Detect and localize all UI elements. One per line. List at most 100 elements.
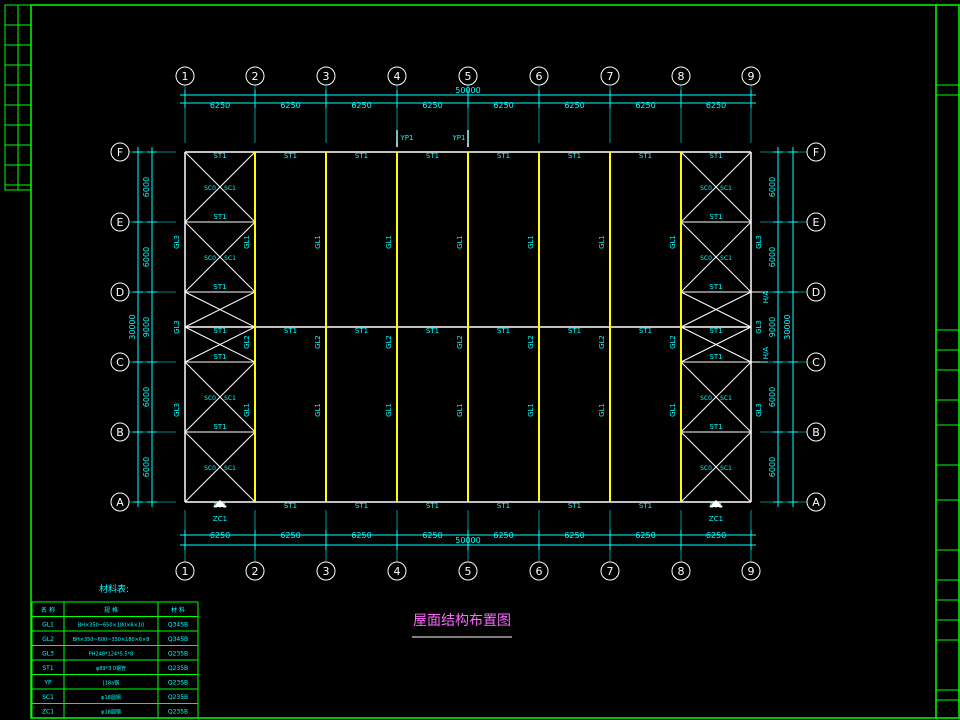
axis-label: E bbox=[813, 216, 820, 229]
table-header: 规 格 bbox=[104, 606, 118, 614]
table-cell: YP bbox=[43, 680, 52, 687]
dim-label-bay: 6250 bbox=[493, 531, 513, 540]
label-girder: GL1 bbox=[314, 403, 322, 417]
label-girder: GL2 bbox=[456, 335, 464, 349]
table-cell: BH×350~600~350×180×6×8 bbox=[73, 637, 150, 643]
label-sc0: SC0 bbox=[204, 395, 216, 402]
label-girder: GL1 bbox=[243, 235, 251, 249]
axis-label: 5 bbox=[465, 70, 472, 83]
label-girder: GL3 bbox=[173, 235, 181, 249]
label-sc0: SC0 bbox=[700, 395, 712, 402]
cross-brace-sc bbox=[184, 291, 256, 328]
label-st1: ST1 bbox=[213, 283, 226, 291]
label-girder: GL1 bbox=[385, 235, 393, 249]
label-sc1: SC1 bbox=[720, 465, 732, 472]
label-st1: ST1 bbox=[709, 152, 722, 160]
dim-label-bay: 6250 bbox=[635, 101, 655, 110]
cross-brace-sc bbox=[184, 326, 256, 363]
label-girder: GL1 bbox=[314, 235, 322, 249]
axis-label: 2 bbox=[252, 565, 259, 578]
label-st1: ST1 bbox=[426, 327, 439, 335]
table-cell: [18a钢 bbox=[103, 680, 119, 687]
label-girder: GL2 bbox=[527, 335, 535, 349]
cross-brace-sc bbox=[680, 326, 752, 363]
dim-label-span: 9000 bbox=[768, 317, 777, 337]
axis-label: 3 bbox=[323, 70, 330, 83]
dim-label-bay: 6250 bbox=[564, 531, 584, 540]
dim-label-bay: 6250 bbox=[280, 531, 300, 540]
label-sc1: SC1 bbox=[720, 395, 732, 402]
label-zc1: ZC1 bbox=[213, 515, 227, 523]
table-cell: GL3 bbox=[42, 651, 54, 658]
cross-brace-sc bbox=[680, 431, 752, 503]
table-cell: φ89*3.0钢管 bbox=[96, 665, 126, 672]
label-sc0: SC0 bbox=[700, 255, 712, 262]
dim-label-total-vertical: 30000 bbox=[128, 314, 137, 339]
dim-label-span: 6000 bbox=[142, 247, 151, 267]
cross-brace-sc bbox=[184, 361, 256, 433]
dim-label-bay: 6250 bbox=[635, 531, 655, 540]
drawing-title: 屋面结构布置图 bbox=[413, 613, 511, 629]
table-cell: Q235B bbox=[168, 680, 188, 687]
table-cell: ST1 bbox=[42, 665, 53, 672]
axis-label: B bbox=[812, 426, 820, 439]
axis-label: D bbox=[116, 286, 124, 299]
axis-label: 3 bbox=[323, 565, 330, 578]
label-sc1: SC1 bbox=[224, 395, 236, 402]
label-girder: GL3 bbox=[755, 235, 763, 249]
label-st1: ST1 bbox=[213, 213, 226, 221]
axis-label: 9 bbox=[748, 70, 755, 83]
dim-label-span: 6000 bbox=[142, 457, 151, 477]
label-st1: ST1 bbox=[284, 152, 297, 160]
axis-label: D bbox=[812, 286, 820, 299]
drawing-frame bbox=[4, 4, 960, 719]
label-girder: GL1 bbox=[527, 235, 535, 249]
label-sc1: SC1 bbox=[224, 255, 236, 262]
zc-support-arrow bbox=[213, 500, 227, 507]
label-girder: GL3 bbox=[755, 403, 763, 417]
label-girder: GL2 bbox=[598, 335, 606, 349]
cross-brace-sc bbox=[680, 151, 752, 223]
dim-label-span: 6000 bbox=[142, 387, 151, 407]
label-st1: ST1 bbox=[355, 327, 368, 335]
label-sc1: SC1 bbox=[720, 185, 732, 192]
axis-label: B bbox=[116, 426, 124, 439]
label-girder: GL1 bbox=[243, 403, 251, 417]
label-st1: ST1 bbox=[568, 502, 581, 510]
table-cell: Q345B bbox=[168, 636, 188, 643]
label-girder: GL2 bbox=[243, 335, 251, 349]
dim-label-bay: 6250 bbox=[210, 101, 230, 110]
label-sc1: SC1 bbox=[224, 185, 236, 192]
label-st1: ST1 bbox=[213, 152, 226, 160]
label-st1: ST1 bbox=[709, 353, 722, 361]
table-cell: SC1 bbox=[42, 694, 54, 701]
axis-label: F bbox=[813, 146, 819, 159]
label-st1: ST1 bbox=[284, 327, 297, 335]
label-sc0: SC0 bbox=[700, 185, 712, 192]
dim-label-bay: 6250 bbox=[564, 101, 584, 110]
label-sc0: SC0 bbox=[204, 465, 216, 472]
axis-label: E bbox=[117, 216, 124, 229]
label-st1: ST1 bbox=[709, 283, 722, 291]
dim-label-span: 6000 bbox=[768, 247, 777, 267]
axis-label: 1 bbox=[182, 70, 189, 83]
dim-label-span: 6000 bbox=[768, 457, 777, 477]
label-girder: H/A bbox=[762, 347, 770, 360]
axis-label: 5 bbox=[465, 565, 472, 578]
dim-label-bay: 6250 bbox=[493, 101, 513, 110]
cross-brace-sc bbox=[184, 151, 256, 223]
label-girder: GL2 bbox=[385, 335, 393, 349]
label-girder: GL3 bbox=[755, 320, 763, 334]
label-st1: ST1 bbox=[709, 423, 722, 431]
dim-label-bay: 6250 bbox=[706, 101, 726, 110]
table-title: 材料表: bbox=[99, 583, 129, 595]
label-girder: GL3 bbox=[173, 403, 181, 417]
table-cell: BH×350~650×180×6×10 bbox=[78, 623, 144, 629]
table-cell: Q235B bbox=[168, 665, 188, 672]
axis-label: 4 bbox=[394, 70, 401, 83]
label-st1: ST1 bbox=[497, 502, 510, 510]
axis-label: 9 bbox=[748, 565, 755, 578]
